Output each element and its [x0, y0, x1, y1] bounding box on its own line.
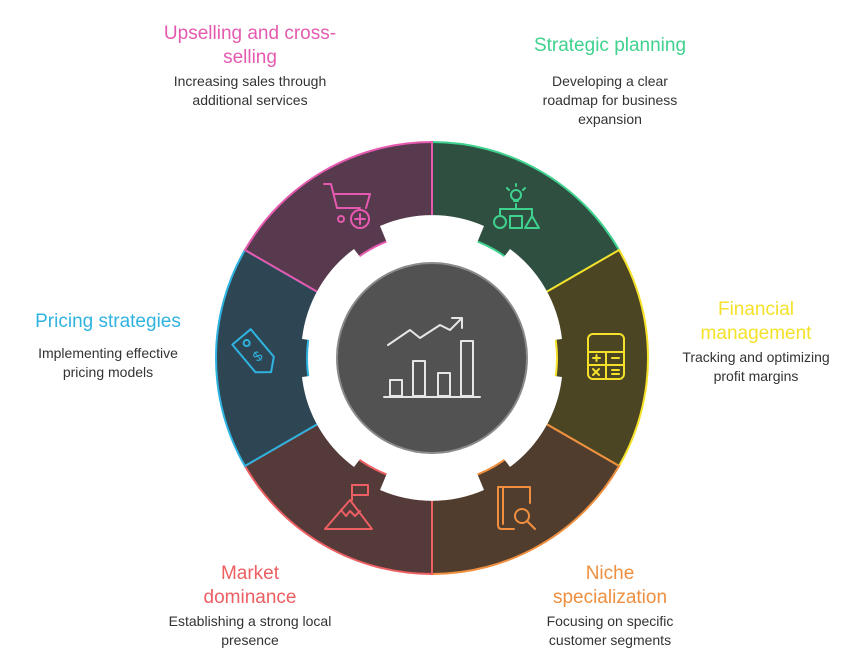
segment-description: Tracking and optimizing profit margins	[682, 349, 830, 384]
segment-description: Focusing on specific customer segments	[546, 613, 674, 648]
segment-title: Financial management	[700, 299, 812, 344]
segment-description: Increasing sales through additional serv…	[173, 73, 327, 108]
segment-description: Developing a clear roadmap for business …	[542, 73, 678, 127]
label-upselling-cross-selling: Upselling and cross-selling Increasing s…	[150, 22, 350, 110]
mountain-flag-icon	[324, 484, 373, 530]
label-pricing-strategies: Pricing strategies Implementing effectiv…	[16, 310, 200, 382]
lightbulb-flowchart-icon	[493, 183, 540, 229]
label-niche-specialization: Niche specialization Focusing on specifi…	[528, 562, 692, 650]
segment-title: Market dominance	[203, 563, 297, 608]
calculator-icon	[587, 333, 625, 380]
label-financial-management: Financial management Tracking and optimi…	[672, 298, 840, 386]
book-search-icon	[497, 486, 536, 530]
ring-gaps	[302, 215, 562, 501]
cart-plus-icon	[323, 183, 371, 229]
segment-title: Niche specialization	[552, 563, 668, 608]
segment-description: Implementing effective pricing models	[38, 345, 178, 380]
segment-description: Establishing a strong local presence	[168, 613, 332, 648]
growth-chart-icon	[383, 317, 481, 398]
label-strategic-planning: Strategic planning Developing a clear ro…	[500, 34, 720, 129]
segment-title: Pricing strategies	[35, 311, 181, 332]
center-hub	[334, 260, 530, 456]
label-market-dominance: Market dominance Establishing a strong l…	[162, 562, 338, 650]
segment-title: Strategic planning	[533, 35, 687, 56]
segment-title: Upselling and cross-selling	[163, 23, 337, 68]
